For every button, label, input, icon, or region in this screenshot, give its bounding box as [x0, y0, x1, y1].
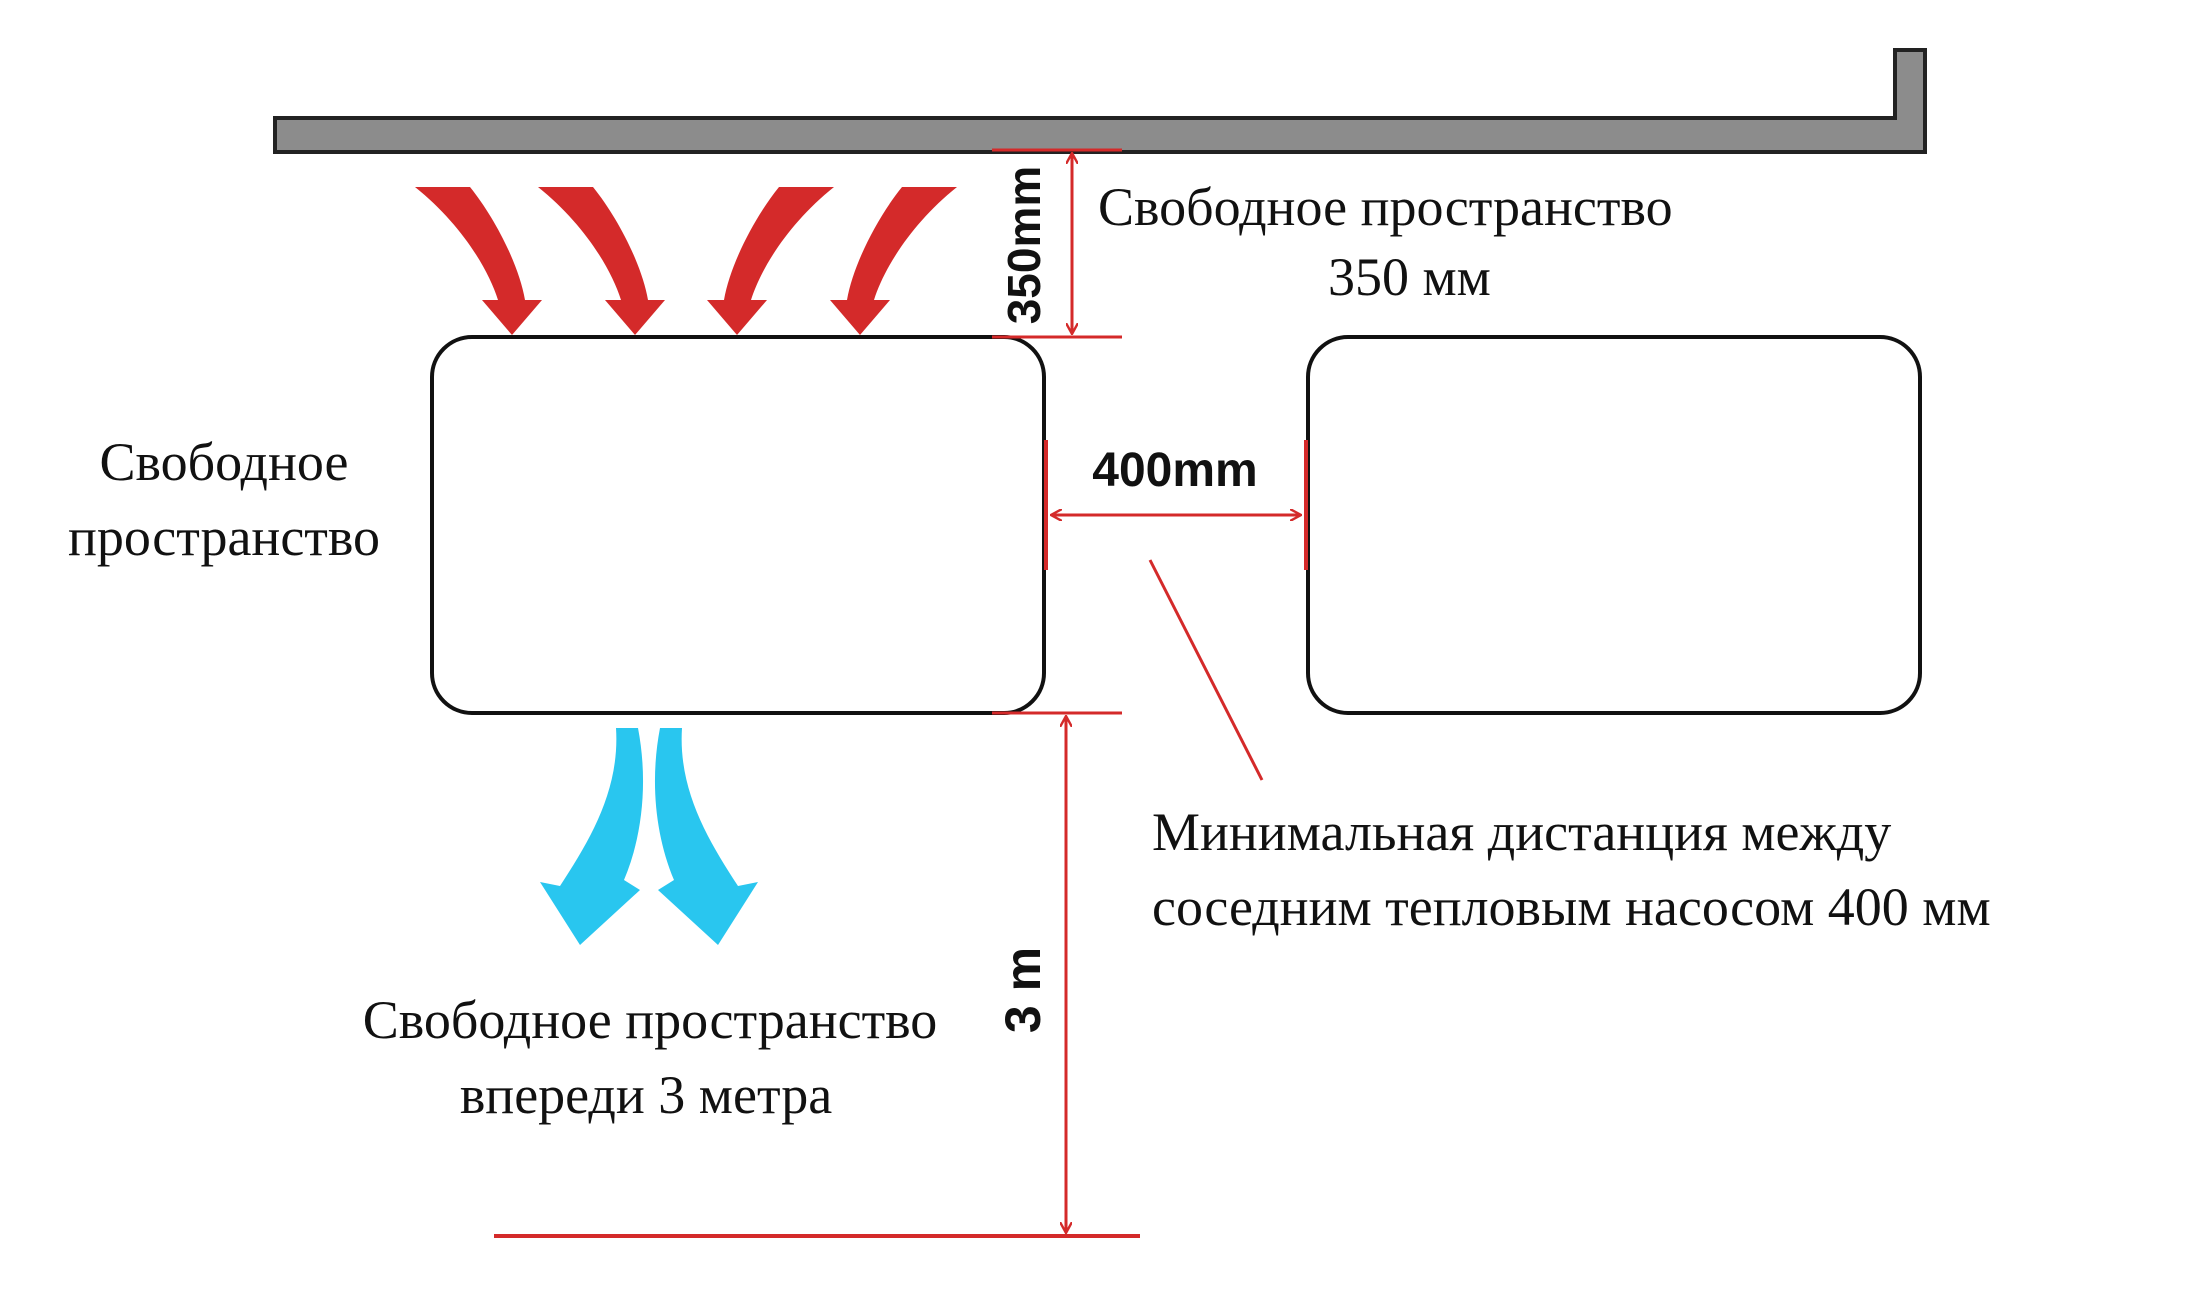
- top-clearance-label-line2: 350 мм: [1328, 247, 1491, 307]
- curved-arrow-down-icon: [415, 187, 542, 335]
- side-space-line1: Свободное: [99, 432, 348, 492]
- heat-pump-unit-left: [430, 335, 1046, 715]
- curved-arrow-down-icon: [707, 187, 834, 335]
- top-clearance-dimension: [992, 148, 1122, 339]
- side-space-line2: пространство: [68, 507, 380, 567]
- intake-arrows: [415, 187, 957, 335]
- min-distance-line2: соседним тепловым насосом 400 мм: [1152, 877, 1991, 937]
- top-clearance-value: 350mm: [998, 166, 1050, 325]
- gap-value: 400mm: [1092, 444, 1257, 497]
- curved-arrow-down-icon: [830, 187, 957, 335]
- front-space-line1: Свободное пространство: [363, 990, 938, 1050]
- front-clearance-dimension: [494, 711, 1140, 1238]
- front-clearance-value: 3 m: [995, 947, 1051, 1033]
- curved-arrow-out-icon: [654, 728, 758, 945]
- front-space-line2: впереди 3 метра: [460, 1065, 832, 1125]
- exhaust-arrows: [540, 728, 758, 945]
- heat-pump-unit-right: [1306, 335, 1922, 715]
- gap-dimension: [1044, 440, 1308, 570]
- curved-arrow-out-icon: [540, 728, 644, 945]
- curved-arrow-down-icon: [538, 187, 665, 335]
- min-distance-line1: Минимальная дистанция между: [1152, 802, 1891, 862]
- top-clearance-label-line1: Свободное пространство: [1098, 177, 1673, 237]
- leader-line: [1148, 559, 1264, 781]
- wall: [273, 48, 1927, 154]
